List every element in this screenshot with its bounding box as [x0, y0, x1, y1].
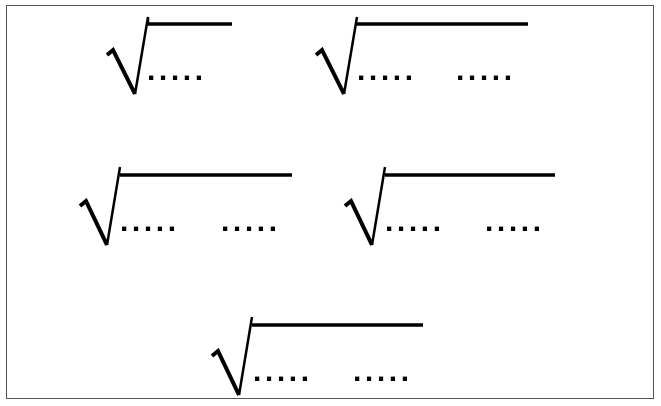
placeholder-dots: .....	[385, 205, 445, 238]
placeholder-dots: .....	[147, 54, 207, 87]
placeholder-dots: .....	[221, 205, 281, 238]
radical-sign	[343, 197, 374, 246]
radical-2: ..... .....	[314, 16, 528, 95]
radical-1: .....	[105, 16, 232, 95]
radical-sign-stem	[105, 166, 122, 246]
placeholder-dots: .....	[253, 355, 313, 388]
radical-4: ..... .....	[343, 166, 555, 246]
placeholder-dots: .....	[485, 205, 545, 238]
placeholder-dots: .....	[357, 54, 417, 87]
radical-sign	[105, 46, 137, 95]
placeholder-dots: .....	[456, 54, 516, 87]
radical-sign-stem	[342, 16, 359, 95]
figure-frame	[6, 5, 654, 399]
radical-sign-stem	[370, 166, 387, 246]
radical-3: ..... .....	[78, 166, 292, 246]
radical-sign-stem	[237, 316, 254, 396]
radical-sign	[314, 46, 346, 95]
radical-5: ..... .....	[210, 316, 423, 396]
placeholder-dots: .....	[120, 205, 180, 238]
radical-sign	[210, 347, 241, 396]
placeholder-dots: .....	[353, 355, 413, 388]
radical-sign	[78, 197, 109, 246]
